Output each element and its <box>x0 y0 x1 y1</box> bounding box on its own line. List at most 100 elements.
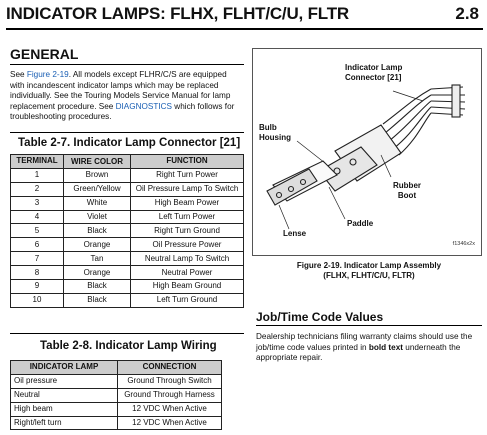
bulb-housing <box>318 146 378 192</box>
job-time-bold-text: bold text <box>368 342 403 352</box>
table-cell: 12 VDC When Active <box>117 401 222 417</box>
table-cell: Tan <box>63 251 131 267</box>
indicator-lamp-assembly-illustration <box>266 84 466 230</box>
col-header: TERMINAL <box>10 154 64 169</box>
lense-lamp <box>287 185 295 193</box>
table-cell: High beam <box>10 401 118 417</box>
table-2-8-caption: Table 2-8. Indicator Lamp Wiring <box>40 340 217 352</box>
lense-leader <box>278 204 290 230</box>
paddle-callout: Paddle <box>347 219 374 228</box>
table-cell: Orange <box>63 237 131 253</box>
section-rule <box>10 64 244 65</box>
col-header: INDICATOR LAMP <box>10 360 118 375</box>
job-time-heading: Job/Time Code Values <box>256 310 384 324</box>
connector-callout: Indicator Lamp Connector [21] <box>345 63 403 82</box>
table-cell: 6 <box>10 237 64 253</box>
table-cell: Neutral <box>10 387 118 403</box>
table-cell: 1 <box>10 167 64 183</box>
table-cell: 2 <box>10 181 64 197</box>
table-cell: Neutral Power <box>130 265 244 281</box>
general-heading: GENERAL <box>10 46 79 62</box>
table-cell: High Beam Power <box>130 195 244 211</box>
page-header: INDICATOR LAMPS: FLHX, FLHT/C/U, FLTR 2.… <box>6 0 483 30</box>
general-paragraph: See Figure 2-19. All models except FLHR/… <box>10 70 242 123</box>
table-cell: Oil Pressure Power <box>130 237 244 253</box>
figure-2-19: Indicator Lamp Connector [21] Bulb Housi… <box>252 48 482 256</box>
table-cell: Right/left turn <box>10 415 118 431</box>
lense-lamp <box>299 178 307 186</box>
table-cell: Orange <box>63 265 131 281</box>
table-cell: Oil Pressure Lamp To Switch <box>130 181 244 197</box>
table-cell: Violet <box>63 209 131 225</box>
figure-id: f1346x2x <box>452 241 475 247</box>
table-cell: 12 VDC When Active <box>117 415 222 431</box>
connector-leader <box>392 90 424 102</box>
bulb-housing-leader <box>296 140 326 164</box>
table-cell: Black <box>63 279 131 294</box>
table-cell: Left Turn Ground <box>130 292 244 308</box>
bulb-housing-callout: Bulb Housing <box>259 123 291 142</box>
figure-caption: Figure 2-19. Indicator Lamp Assembly (FL… <box>296 261 442 280</box>
table-cell: 3 <box>10 195 64 211</box>
wire-bundle <box>430 86 466 116</box>
section-rule <box>10 132 244 133</box>
table-cell: Brown <box>63 167 131 183</box>
section-rule <box>10 333 244 334</box>
col-header: CONNECTION <box>117 360 222 375</box>
table-cell: Black <box>63 292 131 308</box>
paddle-leader <box>328 186 346 220</box>
wire-bundle <box>382 88 432 156</box>
table-cell: 4 <box>10 209 64 225</box>
rubber-boot-callout: Rubber Boot <box>393 181 421 200</box>
page-number: 2.8 <box>455 4 479 23</box>
col-header: WIRE COLOR <box>63 154 131 169</box>
lense-lamp <box>275 191 283 199</box>
table-cell: 8 <box>10 265 64 281</box>
bulb-socket <box>349 158 357 166</box>
rubber-boot-leader <box>380 154 392 178</box>
table-cell: White <box>63 195 131 211</box>
table-cell: Left Turn Power <box>130 209 244 225</box>
job-time-text: underneath the appropriate repair. <box>256 342 461 363</box>
bulb-socket <box>333 167 341 175</box>
table-cell: Green/Yellow <box>63 181 131 197</box>
page-title: INDICATOR LAMPS: FLHX, FLHT/C/U, FLTR <box>6 4 349 23</box>
table-cell: Ground Through Harness <box>117 387 222 403</box>
intro-text: See <box>10 70 27 79</box>
job-time-paragraph: Dealership technicians filing warranty c… <box>256 332 482 364</box>
table-cell: High Beam Ground <box>130 279 244 294</box>
lense-callout: Lense <box>283 229 307 238</box>
col-header: FUNCTION <box>130 154 244 169</box>
table-cell: Right Turn Power <box>130 167 244 183</box>
table-cell: 9 <box>10 279 64 294</box>
table-cell: Neutral Lamp To Switch <box>130 251 244 267</box>
job-time-text: Dealership technicians filing warranty c… <box>256 332 473 352</box>
figure-2-19-link[interactable]: Figure 2-19 <box>26 70 69 79</box>
table-2-7-caption: Table 2-7. Indicator Lamp Connector [21] <box>18 137 241 149</box>
table-cell: 7 <box>10 251 64 267</box>
table-cell: Black <box>63 223 131 239</box>
connector-housing <box>451 84 461 118</box>
intro-text: which follows for troubleshooting proced… <box>10 101 235 122</box>
table-cell: 5 <box>10 223 64 239</box>
section-rule <box>256 325 482 326</box>
diagnostics-link[interactable]: DIAGNOSTICS <box>115 101 173 111</box>
intro-text: . All models except FLHR/C/S are equippe… <box>10 70 231 111</box>
table-cell: Ground Through Switch <box>117 373 222 389</box>
